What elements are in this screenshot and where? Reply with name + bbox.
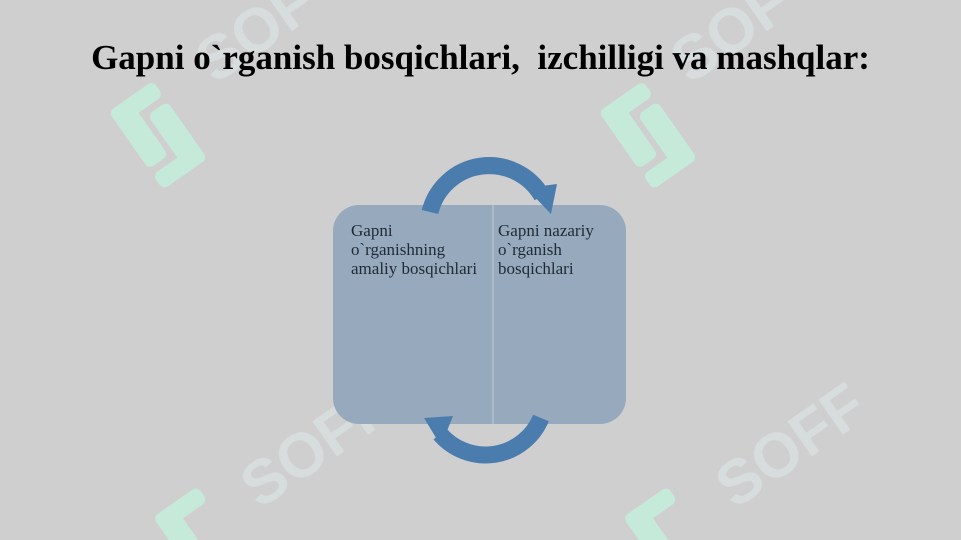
practical-stages-label: Gapni o`rganishning amaliy bosqichlari [351,221,478,278]
slide-title: Gapni o`rganish bosqichlari, izchilligi … [91,38,870,77]
stage-box [333,205,626,424]
top-cycle-arrow [421,157,557,215]
theoretical-stages-label: Gapni nazariy o`rganish bosqichlari [498,221,594,278]
bottom-cycle-arrow [424,414,549,464]
